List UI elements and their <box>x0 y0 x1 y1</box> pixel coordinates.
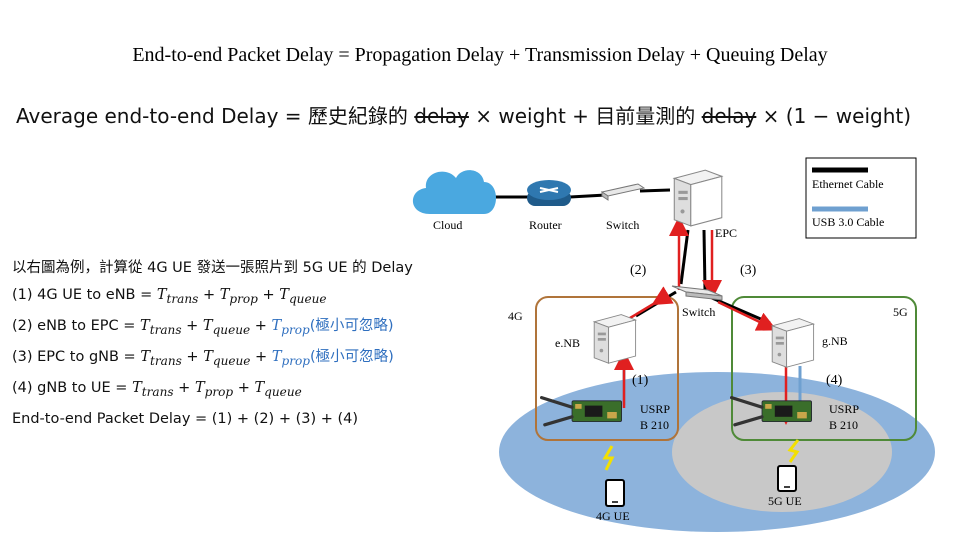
ethernet-switch-gnb <box>711 296 771 325</box>
step-4: (4) gNB to UE = Ttrans + Tprop + Tqueue <box>12 375 413 406</box>
sub-prop: prop <box>229 291 258 306</box>
top-switch-icon <box>600 183 646 201</box>
link-2-label: (2) <box>630 263 647 278</box>
5g-label: 5G <box>893 305 908 319</box>
mid-switch-icon <box>671 285 723 301</box>
sub-prop: prop <box>204 384 234 399</box>
negligible-note: (極小可忽略) <box>309 317 394 334</box>
plus: + <box>198 287 220 303</box>
usrp-right-label-1: USRP <box>829 402 859 416</box>
sub-trans: trans <box>149 322 182 337</box>
plus: + <box>250 348 272 365</box>
sub-trans: trans <box>166 291 199 306</box>
t-symbol: T <box>156 287 167 303</box>
sub-queue: queue <box>212 322 251 337</box>
step-4-label: (4) gNB to UE = <box>12 379 133 396</box>
sub-prop: prop <box>281 322 310 337</box>
gnb-server-icon <box>771 318 815 368</box>
arrow-enb-switch <box>629 286 674 320</box>
step-3: (3) EPC to gNB = Ttrans + Tqueue + Tprop… <box>12 344 413 375</box>
enb-server-icon <box>593 314 637 364</box>
5g-group-box <box>731 296 917 441</box>
gnb-label: g.NB <box>822 334 848 348</box>
router-label: Router <box>529 218 562 232</box>
formula-times-1: × weight + <box>468 104 596 128</box>
delay-steps: 以右圖為例，計算從 4G UE 發送一張照片到 5G UE 的 Delay (1… <box>12 255 413 433</box>
sub-prop: prop <box>281 353 311 368</box>
t-symbol: T <box>271 348 282 365</box>
4g-label: 4G <box>508 309 523 323</box>
wireless-signal-5g-icon <box>787 439 800 463</box>
usrp-left-label-1: USRP <box>640 402 670 416</box>
phone-5g-icon <box>777 465 797 492</box>
steps-total: End-to-end Packet Delay = (1) + (2) + (3… <box>12 410 359 427</box>
sub-queue: queue <box>212 353 251 368</box>
epc-label: EPC <box>715 226 737 240</box>
page-title: End-to-end Packet Delay = Propagation De… <box>132 44 828 66</box>
step-3-label: (3) EPC to gNB = <box>12 348 141 365</box>
legend-usb-label: USB 3.0 Cable <box>812 215 884 229</box>
average-delay-formula: Average end-to-end Delay = 歷史紀錄的 delay ×… <box>16 100 911 129</box>
usrp-right-label-2: B 210 <box>829 418 858 432</box>
formula-current: 目前量測的 <box>595 104 702 128</box>
router-icon <box>527 180 571 206</box>
step-2-label: (2) eNB to EPC = <box>12 317 141 334</box>
t-symbol: T <box>202 317 213 334</box>
formula-delay-1: delay <box>414 104 469 128</box>
step-1: (1) 4G UE to eNB = Ttrans + Tprop + Tque… <box>12 282 413 313</box>
plus: + <box>181 348 204 365</box>
wireless-signal-4g-icon <box>602 445 615 471</box>
formula-history: 歷史紀錄的 <box>307 104 415 128</box>
plus: + <box>181 317 203 334</box>
formula-lhs: Average end-to-end Delay = <box>16 104 308 128</box>
arrow-switch-gnb <box>717 300 778 331</box>
step-2: (2) eNB to EPC = Ttrans + Tqueue + Tprop… <box>12 313 413 344</box>
ethernet-switch-epc <box>639 188 671 193</box>
ethernet-epc-switch-2 <box>702 229 707 291</box>
t-symbol: T <box>140 348 150 365</box>
t-symbol: T <box>132 379 142 396</box>
link-1-label: (1) <box>632 373 649 388</box>
t-symbol: T <box>203 348 213 365</box>
top-switch-label: Switch <box>606 218 639 232</box>
link-3-label: (3) <box>740 263 757 278</box>
sub-queue: queue <box>264 384 302 399</box>
legend-ethernet-label: Ethernet Cable <box>812 177 884 191</box>
t-symbol: T <box>194 379 205 396</box>
epc-server-icon <box>673 169 723 227</box>
sub-trans: trans <box>141 384 174 399</box>
plus: + <box>173 379 195 396</box>
cloud-icon <box>412 170 496 214</box>
formula-times-2: × (1 − weight) <box>756 104 912 128</box>
usrp-left-label-2: B 210 <box>640 418 669 432</box>
t-symbol: T <box>254 379 265 396</box>
5g-coverage-area <box>672 392 892 512</box>
ethernet-epc-switch <box>679 229 690 285</box>
enb-label: e.NB <box>555 336 580 350</box>
ue-4g-label: 4G UE <box>596 509 630 523</box>
phone-4g-icon <box>605 479 625 507</box>
plus: + <box>257 287 280 303</box>
t-symbol: T <box>271 317 282 334</box>
mid-switch-label: Switch <box>682 305 715 319</box>
ue-5g-label: 5G UE <box>768 494 802 508</box>
step-1-label: (1) 4G UE to eNB = <box>12 287 157 303</box>
steps-intro: 以右圖為例，計算從 4G UE 發送一張照片到 5G UE 的 Delay <box>12 260 413 276</box>
formula-delay-2: delay <box>701 104 757 128</box>
ethernet-switch-enb <box>635 290 677 318</box>
negligible-note: (極小可忽略) <box>310 348 394 365</box>
legend: Ethernet Cable USB 3.0 Cable <box>805 157 917 239</box>
t-symbol: T <box>219 287 230 303</box>
t-symbol: T <box>140 317 150 334</box>
ethernet-router-switch <box>569 193 607 199</box>
sub-trans: trans <box>150 353 182 368</box>
sub-queue: queue <box>288 291 327 306</box>
t-symbol: T <box>279 287 289 303</box>
plus: + <box>250 317 272 334</box>
plus: + <box>233 379 255 396</box>
cloud-label: Cloud <box>433 218 462 232</box>
4g-group-box <box>535 296 679 441</box>
link-4-label: (4) <box>826 373 843 388</box>
